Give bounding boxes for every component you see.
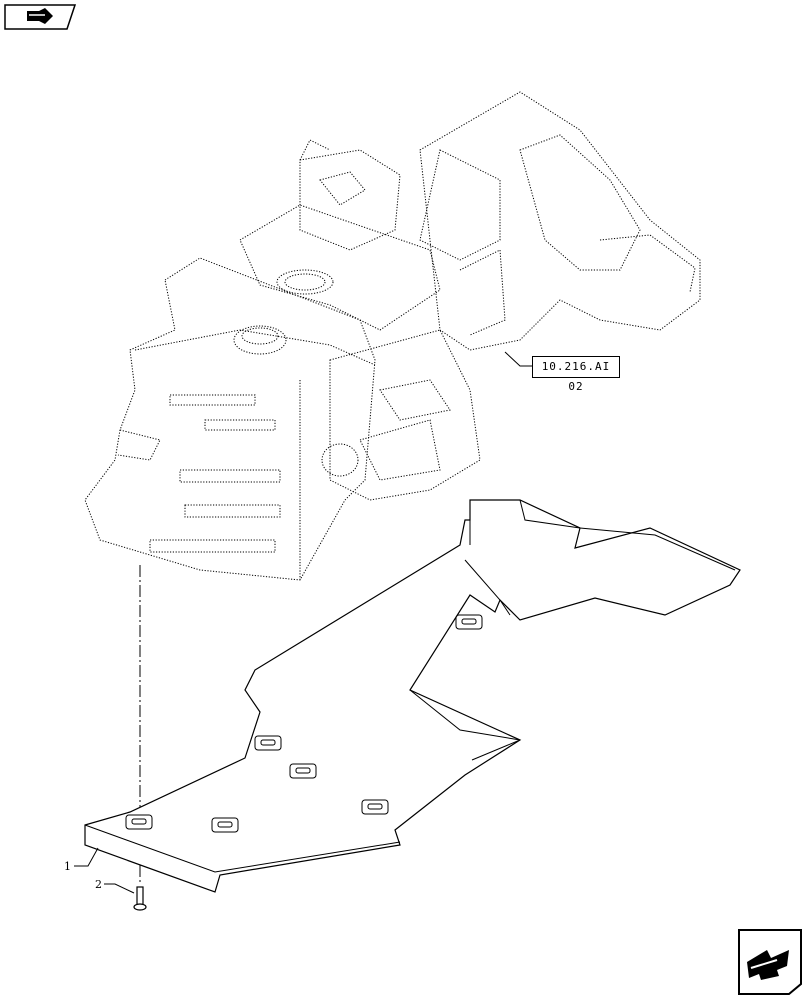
next-page-button[interactable] — [737, 928, 803, 996]
book-arrow-icon — [4, 4, 77, 30]
callout-2-leader — [104, 883, 135, 894]
nav-badge[interactable] — [3, 3, 77, 31]
fuel-tank-assembly — [84, 91, 701, 581]
next-page-arrow-icon — [738, 929, 802, 995]
mounting-pad — [455, 614, 483, 630]
bolt — [133, 886, 147, 911]
mounting-pad — [254, 735, 282, 751]
mounting-pad — [125, 814, 153, 830]
callout-2: 2 — [95, 878, 102, 891]
mounting-pad — [289, 763, 317, 779]
reference-leader — [504, 351, 532, 367]
mounting-pad — [361, 799, 389, 815]
reference-label[interactable]: 10.216.AI 02 — [532, 356, 620, 393]
skid-plate — [84, 499, 741, 893]
callout-1-leader — [74, 847, 99, 867]
mounting-pad — [211, 817, 239, 833]
callout-1: 1 — [64, 860, 71, 873]
